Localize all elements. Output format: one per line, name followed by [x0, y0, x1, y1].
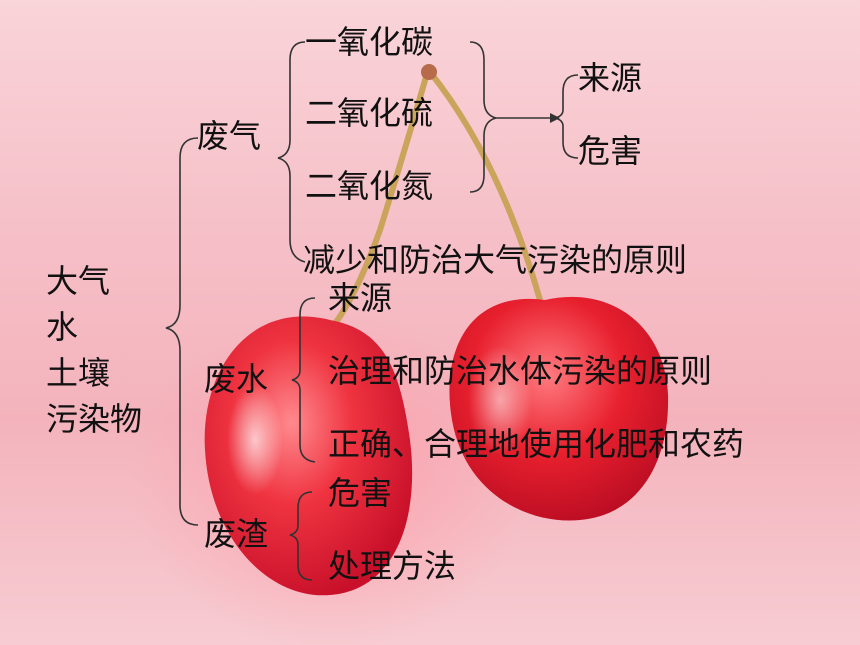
solid-item-treatment: 处理方法 [328, 547, 457, 585]
gas-arrow-head [550, 113, 560, 123]
water-item-fertilizer: 正确、合理地使用化肥和农药 [328, 425, 745, 463]
root-line-air: 大气 [46, 262, 111, 300]
cherry-right-shine [468, 345, 532, 455]
root-line-water: 水 [46, 308, 79, 346]
cherry-stem-left [327, 69, 431, 332]
water-brace [291, 297, 316, 463]
stem-knot [421, 64, 437, 80]
root-pollutant-sources: 大气 水 土壤 污染物 [46, 258, 142, 442]
gas-brace [277, 41, 306, 263]
gas-items-brace [469, 41, 497, 193]
solid-label: 废渣 [204, 515, 269, 553]
gas-label: 废气 [197, 117, 262, 155]
gas-aspect-harm: 危害 [578, 132, 643, 170]
gas-aspects-brace [554, 74, 579, 159]
water-item-principle: 治理和防治水体污染的原则 [328, 352, 713, 390]
water-label: 废水 [204, 360, 269, 398]
solid-brace [289, 491, 313, 581]
water-item-source: 来源 [328, 279, 393, 317]
root-line-soil: 土壤 [46, 354, 111, 392]
cherry-left-shine [227, 385, 283, 495]
root-line-pollutant: 污染物 [46, 400, 143, 438]
solid-item-harm: 危害 [328, 474, 393, 512]
cherry-stem-right [427, 70, 543, 301]
gas-principle: 减少和防治大气污染的原则 [303, 241, 688, 279]
gas-item-so2: 二氧化硫 [305, 94, 434, 132]
gas-item-co: 一氧化碳 [305, 23, 434, 61]
root-brace [165, 137, 199, 526]
gas-aspect-source: 来源 [578, 59, 643, 97]
gas-item-no2: 二氧化氮 [305, 167, 434, 205]
